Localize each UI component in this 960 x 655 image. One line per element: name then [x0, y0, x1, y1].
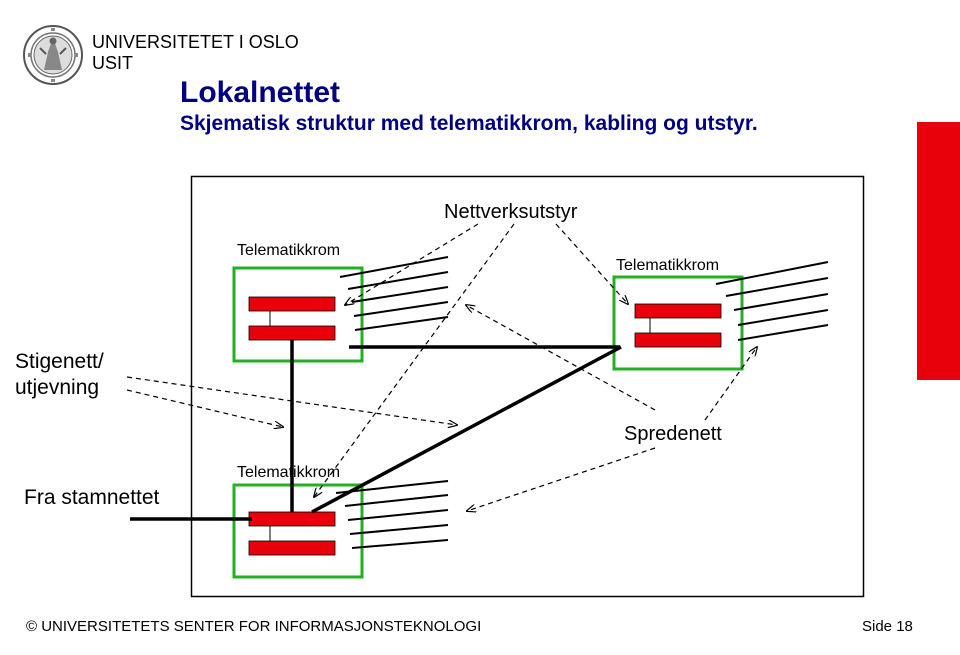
riser-cable-diagonal [311, 345, 622, 514]
label-stigenett-line2: utjevning [15, 376, 99, 399]
switch-bottom-1 [248, 511, 336, 527]
distribution-cables-right [715, 261, 829, 341]
label-fra-stamnettet: Fra stamnettet [24, 486, 160, 509]
accent-tab [917, 122, 960, 380]
switch-top-left-1 [248, 296, 336, 312]
label-nettverksutstyr: Nettverksutstyr [444, 201, 578, 223]
slide-title: Lokalnettet [180, 76, 341, 109]
room-box-bottom [232, 483, 364, 579]
switch-top-left-2 [248, 325, 336, 341]
slide-subtitle: Skjematisk struktur med telematikkrom, k… [180, 112, 758, 135]
label-room-bottom: Telematikkrom [237, 464, 340, 481]
university-name: UNIVERSITETET I OSLO [92, 32, 299, 52]
room-box-top-left [232, 266, 364, 363]
distribution-cables-bottom [335, 480, 449, 549]
label-stigenett-line1: Stigenett/ [15, 350, 104, 373]
unit-name: USIT [92, 53, 134, 73]
switch-right-2 [634, 332, 722, 348]
distribution-cables-top-left [339, 256, 449, 331]
label-room-top-left: Telematikkrom [237, 242, 340, 259]
annotation-arrows [126, 223, 757, 511]
room-box-right [612, 275, 744, 371]
switch-bottom-2 [248, 540, 336, 556]
university-seal-logo [23, 25, 83, 85]
label-spredenett: Spredenett [624, 423, 722, 445]
switch-right-1 [634, 303, 722, 319]
footer-copyright: © UNIVERSITETETS SENTER FOR INFORMASJONS… [26, 618, 482, 635]
footer-page-number: Side 18 [862, 618, 913, 635]
label-room-right: Telematikkrom [616, 257, 719, 274]
